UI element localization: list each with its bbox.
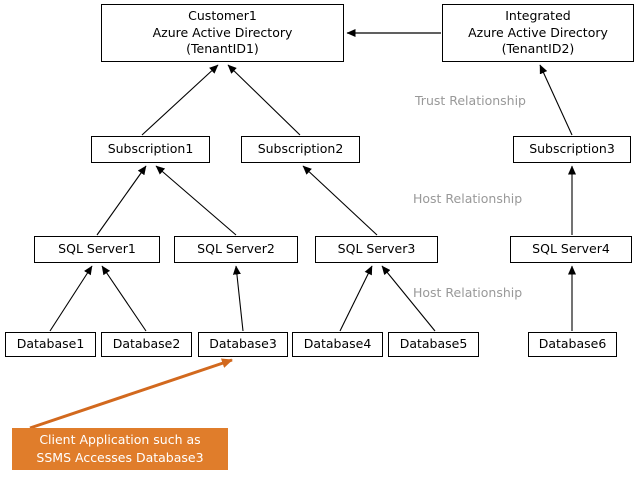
edge-db4-to-sql3 [339,265,373,332]
edge-db1-to-sql1 [49,265,93,332]
node-sql-server2[interactable]: SQL Server2 [174,236,298,263]
node-database4[interactable]: Database4 [292,332,383,357]
edge-sub2-to-aad [227,64,301,136]
edge-sub1-to-aad [141,64,219,136]
edge-db3-to-sql2 [232,265,244,332]
node-database1[interactable]: Database1 [5,332,96,357]
node-database3[interactable]: Database3 [198,332,288,357]
edge-sql2-to-sub1 [155,165,237,236]
node-database2[interactable]: Database2 [101,332,192,357]
node-database6[interactable]: Database6 [528,332,617,357]
edge-sub3-to-aad [539,64,573,136]
node-integrated-aad[interactable]: Integrated Azure Active Directory (Tenan… [442,4,634,62]
node-subscription3[interactable]: Subscription3 [513,136,631,163]
edge-db2-to-sql1 [101,265,147,332]
node-subscription1[interactable]: Subscription1 [91,136,210,163]
node-database5[interactable]: Database5 [388,332,479,357]
node-sql-server1[interactable]: SQL Server1 [34,236,160,263]
node-sql-server4[interactable]: SQL Server4 [510,236,632,263]
label-trust-relationship: Trust Relationship [415,93,526,108]
node-subscription2[interactable]: Subscription2 [241,136,360,163]
callout-client-application[interactable]: Client Application such as SSMS Accesses… [12,428,228,470]
node-customer-aad[interactable]: Customer1 Azure Active Directory (Tenant… [101,4,344,62]
label-host-relationship-1: Host Relationship [413,191,523,206]
callout-arrow [29,358,233,430]
edge-sql1-to-sub1 [96,165,147,236]
node-sql-server3[interactable]: SQL Server3 [315,236,438,263]
edge-sql3-to-sub2 [302,165,378,236]
label-host-relationship-2: Host Relationship [413,285,523,300]
